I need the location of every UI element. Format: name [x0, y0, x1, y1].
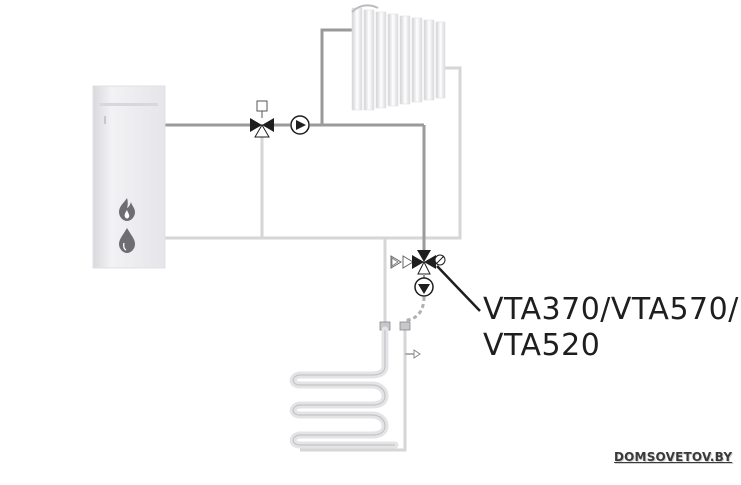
valve-model-label-line2: VTA520	[483, 328, 601, 363]
valve-model-label-line1: VTA370/VTA570/	[483, 292, 739, 327]
oil-drop-icon	[119, 228, 135, 253]
radiator	[351, 4, 446, 111]
watermark[interactable]: DOMSOVETOV.BY	[614, 450, 733, 464]
floor-pump-icon	[414, 274, 434, 297]
supply-pipes	[160, 28, 426, 252]
flame-icon	[119, 198, 135, 221]
three-way-valve-icon	[250, 100, 274, 138]
manifold-connector-right	[399, 321, 411, 331]
return-pipes	[160, 66, 462, 452]
pump-icon	[290, 115, 310, 135]
actuator-icon	[256, 100, 268, 112]
floor-supply-pipe	[406, 296, 426, 330]
boiler	[92, 85, 166, 269]
vta-mixing-valve	[390, 250, 481, 312]
